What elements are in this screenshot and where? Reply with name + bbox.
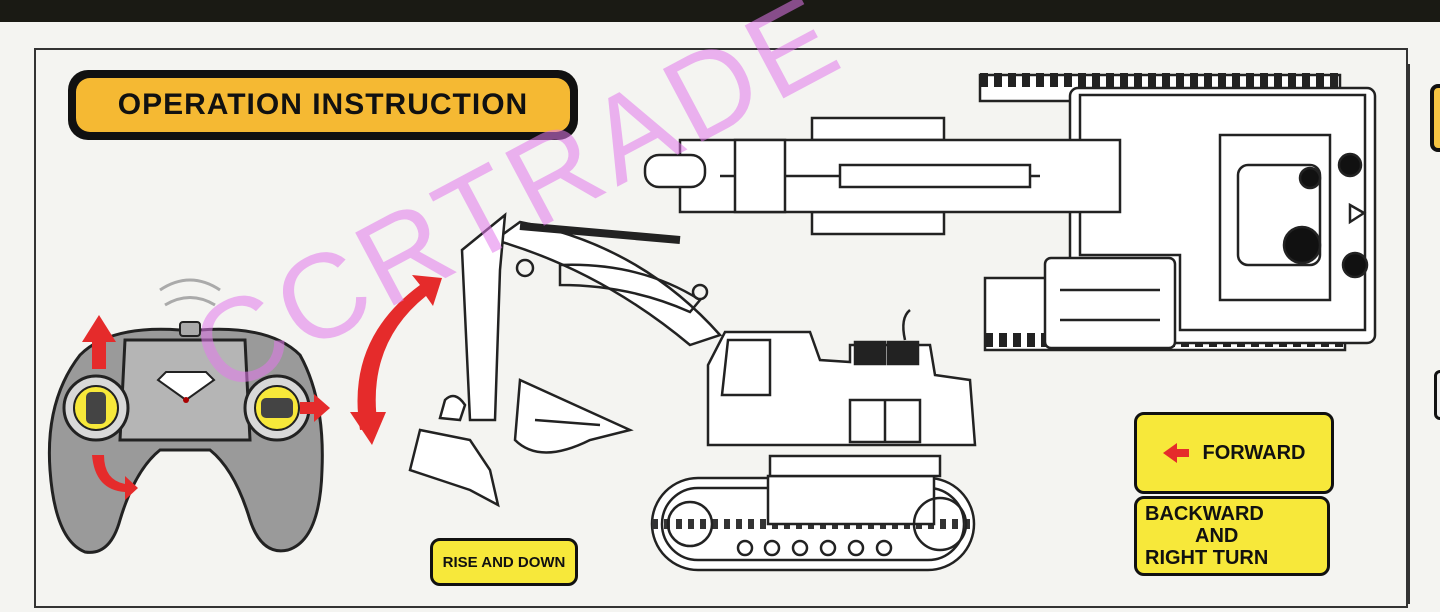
backward-label-line3: RIGHT TURN	[1145, 547, 1269, 569]
adjacent-panel-marker	[1434, 370, 1440, 420]
rise-and-down-label: RISE AND DOWN	[430, 538, 578, 586]
arrow-left-icon	[1162, 443, 1189, 463]
instruction-frame	[34, 48, 1408, 608]
title-banner: OPERATION INSTRUCTION	[68, 70, 578, 140]
adjacent-panel	[1408, 64, 1440, 604]
adjacent-panel-tab	[1430, 84, 1440, 152]
excavator-side-icon	[408, 212, 977, 572]
backward-label-box: BACKWARD AND RIGHT TURN	[1134, 496, 1330, 576]
curved-arrow-icon	[82, 275, 1330, 554]
remote-controller-icon	[47, 278, 324, 554]
backward-label-line1: BACKWARD	[1145, 503, 1264, 525]
forward-label-box: FORWARD	[1134, 412, 1334, 494]
excavator-top-icon	[643, 73, 1377, 352]
forward-label: FORWARD	[1202, 441, 1306, 464]
backward-label-line2: AND	[1195, 525, 1239, 547]
page-title: OPERATION INSTRUCTION	[76, 78, 570, 132]
